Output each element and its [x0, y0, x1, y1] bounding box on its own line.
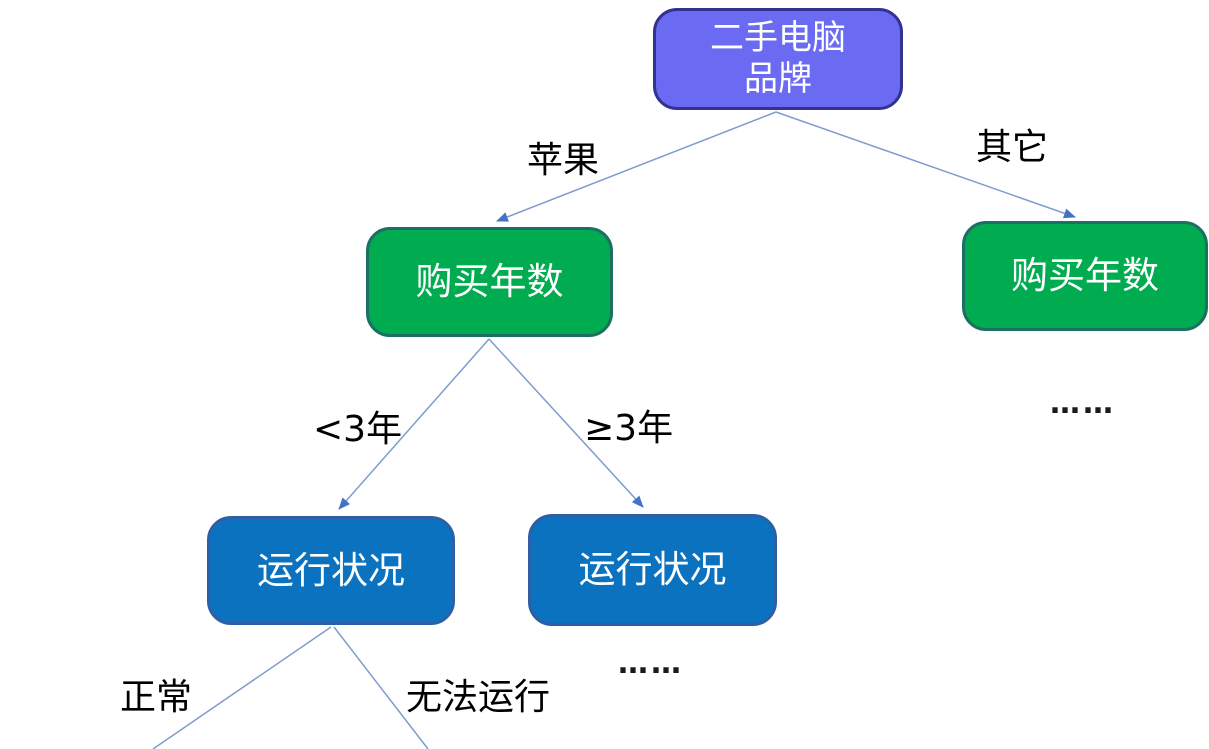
edge-label-apple: 苹果: [527, 140, 600, 181]
edge-status-cannot-run: [333, 626, 429, 749]
edge-status-normal: [152, 626, 332, 749]
node-purchase-years-apple-label: 购买年数: [415, 260, 564, 304]
edge-label-other: 其它: [976, 127, 1049, 168]
edge-label-normal: 正常: [120, 677, 193, 718]
edge-brand-to-years-other: [775, 111, 1076, 219]
node-purchase-years-other-label: 购买年数: [1011, 254, 1159, 298]
ellipsis-under-purchase-years-other: ……: [1050, 386, 1116, 421]
node-brand-label: 二手电脑 品牌: [710, 17, 846, 99]
edge-brand-to-years-apple: [496, 111, 777, 222]
node-running-status-lt3: 运行状况: [207, 516, 455, 625]
node-purchase-years-apple: 购买年数: [366, 227, 613, 337]
ellipsis-under-running-status-ge3: ……: [618, 646, 684, 681]
node-running-status-ge3: 运行状况: [528, 514, 777, 626]
node-purchase-years-other: 购买年数: [962, 221, 1208, 331]
edge-years-to-status-lt3: [338, 338, 490, 510]
node-running-status-ge3-label: 运行状况: [578, 548, 727, 592]
edge-years-to-status-ge3: [488, 338, 644, 508]
node-brand: 二手电脑 品牌: [653, 8, 903, 110]
edge-label-ge3-years: ≥3年: [584, 408, 674, 449]
node-running-status-lt3-label: 运行状况: [257, 548, 405, 592]
edge-label-cannot-run: 无法运行: [406, 677, 551, 718]
edge-label-lt3-years: <3年: [313, 409, 403, 450]
